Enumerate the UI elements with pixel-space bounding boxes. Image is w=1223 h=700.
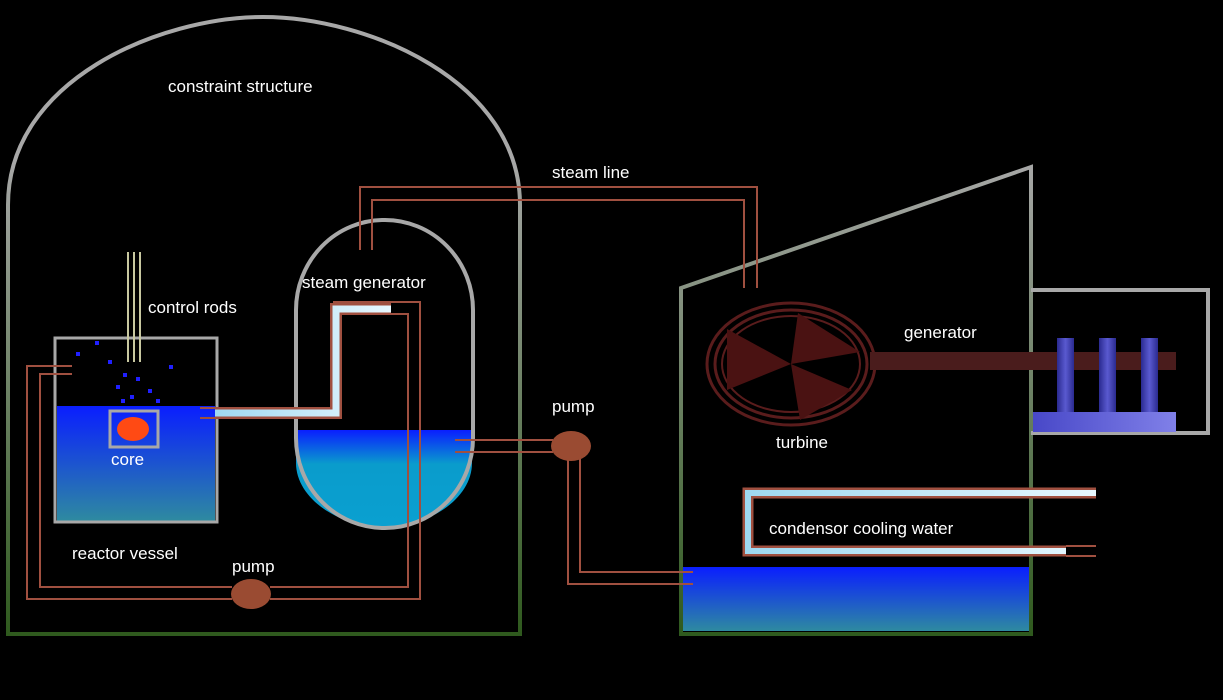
pump-icon xyxy=(551,431,591,461)
label-constraint-structure: constraint structure xyxy=(168,77,313,96)
label-generator: generator xyxy=(904,323,977,342)
label-steam-line: steam line xyxy=(552,163,630,182)
generator-coils xyxy=(1033,338,1176,432)
steam-generator-water xyxy=(296,430,472,527)
condenser-cooling-pipe xyxy=(742,487,1096,557)
pump-icon xyxy=(231,579,271,609)
label-steam-generator: steam generator xyxy=(302,273,426,292)
condenser-water xyxy=(683,567,1029,631)
generator-base xyxy=(1033,412,1176,432)
control-rods xyxy=(127,252,141,362)
label-turbine: turbine xyxy=(776,433,828,452)
reactor-core-icon xyxy=(108,409,160,449)
reactor-vessel xyxy=(53,336,219,524)
label-pump-left: pump xyxy=(232,557,275,576)
turbine-icon xyxy=(705,301,877,427)
label-reactor-vessel: reactor vessel xyxy=(72,544,178,563)
containment-structure xyxy=(6,14,522,636)
label-core: core xyxy=(111,450,145,469)
steam-line xyxy=(359,186,758,288)
steam-bubbles xyxy=(76,341,173,403)
label-pump-right: pump xyxy=(552,397,595,416)
steam-generator-vessel xyxy=(294,218,475,530)
turbine-building xyxy=(679,164,1033,636)
label-condensor-cooling-water: condensor cooling water xyxy=(769,519,954,538)
label-control-rods: control rods xyxy=(148,298,237,317)
feedwater-line xyxy=(455,439,693,585)
generator-housing xyxy=(1031,288,1210,435)
steam-generator-tube xyxy=(215,303,391,419)
generator-shaft xyxy=(870,352,1176,370)
